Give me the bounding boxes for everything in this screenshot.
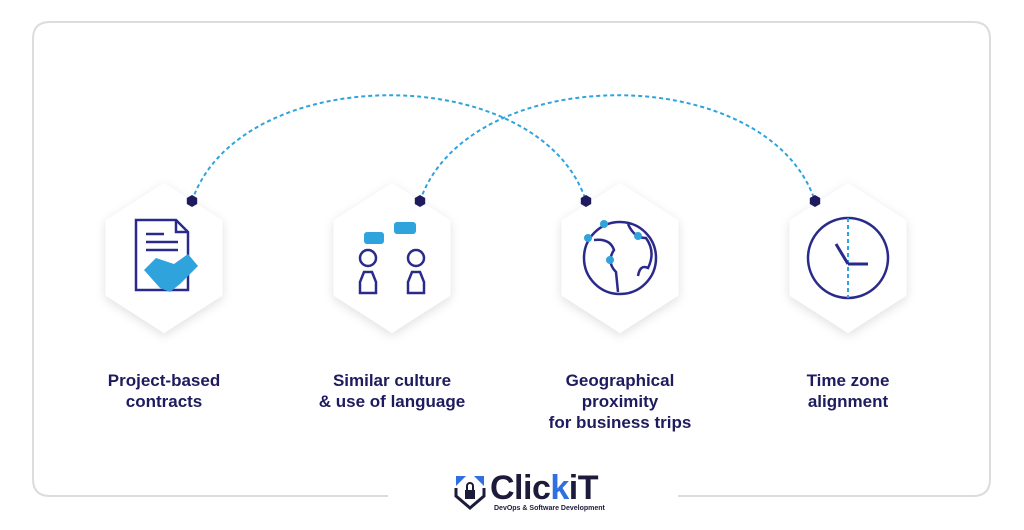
label-geographical-proximity: Geographical proximity for business trip… bbox=[548, 371, 692, 432]
connector-dot bbox=[580, 195, 592, 207]
label-time-zone-alignment: Time zone alignment bbox=[806, 371, 890, 411]
clickit-logo-icon bbox=[454, 476, 486, 510]
logo-tagline: DevOps & Software Development bbox=[494, 505, 605, 512]
people-chat-icon bbox=[358, 222, 426, 295]
contract-handshake-icon bbox=[134, 218, 198, 292]
hexagon-card bbox=[333, 183, 451, 333]
logo-part: Clic bbox=[490, 469, 551, 507]
connector-arc-2 bbox=[419, 94, 816, 202]
logo-wordmark: ClickiT bbox=[490, 469, 599, 507]
globe-pins-icon bbox=[582, 220, 658, 296]
connector-dot bbox=[414, 195, 426, 207]
label-project-based-contracts: Project-based contracts bbox=[107, 371, 221, 411]
label-similar-culture: Similar culture & use of language bbox=[318, 371, 466, 411]
hexagon-card bbox=[561, 183, 679, 333]
logo-part: iT bbox=[568, 469, 599, 507]
logo-part-k: k bbox=[550, 469, 569, 507]
connector-arc-1 bbox=[191, 94, 587, 202]
clock-icon bbox=[806, 216, 890, 300]
connector-dot bbox=[186, 195, 198, 207]
connector-dot bbox=[809, 195, 821, 207]
frame-border bbox=[32, 21, 991, 497]
hexagon-card bbox=[789, 183, 907, 333]
